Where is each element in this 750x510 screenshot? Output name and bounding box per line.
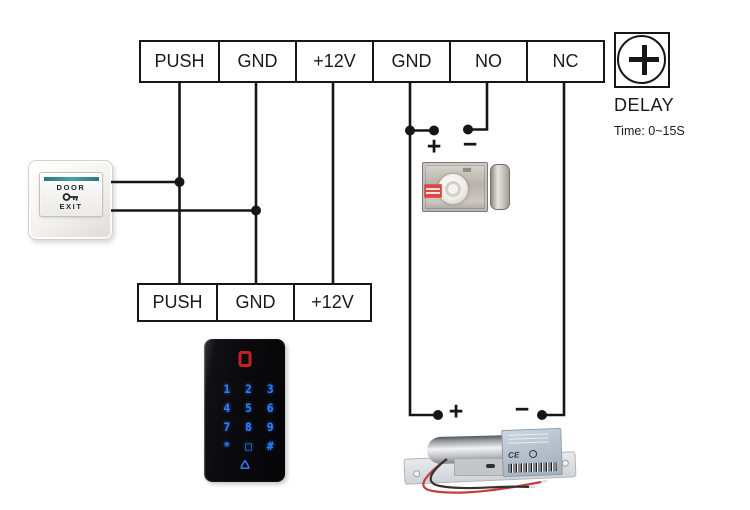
round-cert-icon	[528, 449, 538, 459]
key-star: *	[223, 438, 231, 453]
key-6: 6	[266, 400, 274, 415]
terminal-gnd: GND	[216, 285, 293, 320]
delay-time-range: Time: 0~15S	[614, 124, 685, 138]
bolt-lock-plus-mark: +	[448, 397, 464, 426]
delay-label: DELAY	[614, 95, 675, 115]
bolt-lock-label-box: CE	[501, 427, 563, 478]
key-icon	[40, 192, 102, 202]
keypad-led-indicator	[238, 351, 251, 367]
terminal-push: PUSH	[152, 292, 203, 312]
wire-nc	[542, 83, 566, 417]
electric-rim-lock	[422, 161, 510, 213]
terminal-gnd2: GND	[372, 42, 449, 81]
bolt-lock-slot	[486, 464, 495, 468]
red-warning-label	[424, 184, 442, 198]
terminal-12v: +12V	[295, 42, 372, 81]
barcode	[508, 462, 557, 473]
rim-lock-knob	[438, 174, 468, 204]
doorbell-icon	[239, 459, 251, 471]
rim-lock-plus-mark: +	[426, 132, 442, 161]
screw-hole	[561, 459, 570, 467]
plus-icon	[641, 44, 647, 75]
keypad-terminal-strip: PUSH GND +12V	[137, 283, 372, 322]
exit-label: EXIT	[59, 202, 83, 212]
key-8: 8	[245, 419, 252, 434]
key-1: 1	[223, 381, 231, 396]
delay-dial	[614, 32, 670, 88]
key-3: 3	[266, 381, 274, 396]
terminal-push: PUSH	[154, 51, 205, 71]
rim-lock-strike-plate	[490, 164, 510, 210]
door-label: DOOR	[56, 183, 86, 192]
dial-circle	[617, 35, 666, 84]
key-4: 4	[223, 400, 231, 415]
terminal-no: NO	[449, 42, 526, 81]
rim-lock-body	[422, 162, 488, 212]
rim-lock-cylinder	[445, 181, 461, 197]
electric-bolt-lock: CE	[402, 427, 582, 506]
wire-no	[468, 83, 489, 131]
exit-button-stripe	[43, 177, 99, 181]
top-terminal-strip: PUSH GND +12V GND NO NC	[139, 40, 605, 83]
key-7: 7	[223, 419, 231, 434]
rim-lock-sensor	[462, 167, 472, 173]
bolt-lock-minus-mark: −	[514, 395, 530, 424]
exit-button-face: DOOR EXIT	[39, 172, 103, 217]
delay-adjuster: DELAY Time: 0~15S	[614, 32, 744, 138]
terminal-nc: NC	[526, 42, 603, 81]
terminal-gnd: GND	[218, 42, 295, 81]
key-5: 5	[245, 400, 252, 415]
key-9: 9	[266, 419, 274, 434]
keypad-keys: 1 2 3 4 5 6 7 8 9 * □ #	[216, 380, 281, 456]
key-0: □	[245, 438, 252, 453]
ce-mark: CE	[507, 450, 520, 460]
key-2: 2	[245, 381, 252, 396]
rim-lock-minus-mark: −	[462, 130, 478, 159]
key-hash: #	[266, 438, 274, 453]
exit-button-device: DOOR EXIT	[28, 160, 113, 240]
terminal-12v: +12V	[293, 285, 370, 320]
keypad-device: 1 2 3 4 5 6 7 8 9 * □ #	[204, 339, 285, 482]
screw-hole	[413, 470, 421, 478]
